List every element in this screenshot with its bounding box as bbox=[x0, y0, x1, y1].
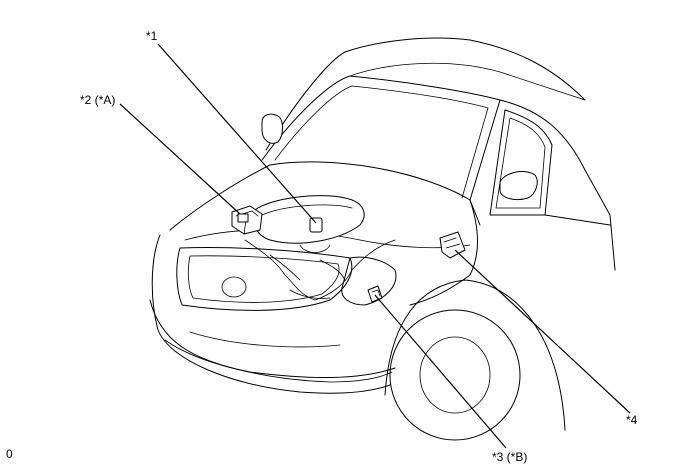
callout-labels: *1 *2 (*A) *3 (*B) *4 0 bbox=[6, 29, 638, 464]
component-1-engine-cover bbox=[252, 195, 365, 253]
body-side bbox=[584, 169, 616, 271]
vehicle-outline bbox=[149, 37, 616, 441]
front-bumper bbox=[149, 299, 396, 379]
left-mirror bbox=[261, 113, 283, 144]
component-3-sensor bbox=[367, 285, 383, 303]
emblem bbox=[221, 276, 247, 298]
grille-outline bbox=[176, 247, 353, 311]
leader-4 bbox=[454, 249, 631, 414]
component-4-module bbox=[439, 231, 466, 259]
roof-rail bbox=[349, 62, 586, 101]
leader-2 bbox=[119, 103, 241, 215]
front-wheel bbox=[389, 309, 521, 441]
engine-detail bbox=[269, 254, 346, 299]
leader-lines bbox=[119, 43, 631, 449]
a-pillar bbox=[499, 99, 586, 171]
callout-3: *3 (*B) bbox=[492, 450, 527, 464]
right-mirror bbox=[499, 171, 538, 201]
hood-outline bbox=[169, 161, 481, 231]
callout-1: *1 bbox=[146, 29, 158, 43]
door-line bbox=[544, 214, 611, 226]
bumper-lower bbox=[164, 339, 393, 383]
callout-4: *4 bbox=[626, 413, 638, 427]
roof-outline bbox=[265, 37, 586, 151]
bumper-vent bbox=[189, 331, 341, 348]
headlamp bbox=[341, 256, 397, 306]
front-fender bbox=[409, 199, 478, 306]
engine-bay bbox=[244, 239, 396, 301]
hood-crease bbox=[184, 229, 471, 249]
windshield-inner bbox=[274, 85, 489, 199]
grille-inner bbox=[187, 255, 340, 303]
leader-3 bbox=[374, 294, 507, 449]
component-2-connector bbox=[237, 213, 249, 223]
component-1-sensor bbox=[309, 217, 323, 233]
leader-1 bbox=[157, 43, 317, 224]
wheel-hub bbox=[419, 336, 491, 414]
callout-2: *2 (*A) bbox=[80, 93, 115, 107]
wheel-arch bbox=[384, 279, 566, 431]
windshield-outer bbox=[261, 75, 501, 201]
front-face bbox=[151, 234, 391, 394]
side-window-inner bbox=[495, 117, 546, 209]
side-window bbox=[489, 109, 553, 216]
corner-mark: 0 bbox=[6, 447, 13, 461]
